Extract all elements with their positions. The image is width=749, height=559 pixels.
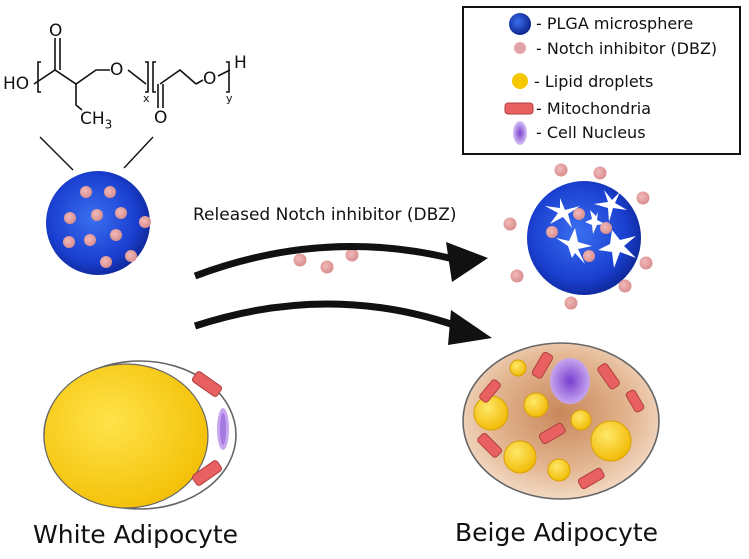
ester-oxygen-1: O — [110, 60, 124, 80]
legend-item-lipid: - Lipid droplets — [464, 70, 739, 92]
released-dbz-particles — [293, 248, 359, 274]
legend-item-dbz: - Notch inhibitor (DBZ) — [464, 37, 739, 59]
beige-adipocyte — [462, 342, 660, 500]
legend: - PLGA microsphere - Notch inhibitor (DB… — [462, 6, 741, 155]
carbonyl-oxygen-2: O — [154, 108, 168, 128]
dispersed-dbz-particles — [503, 163, 653, 310]
legend-label-mitochondria: - Mitochondria — [536, 99, 652, 118]
methyl-ch: CH — [80, 109, 105, 129]
white-adipocyte-caption: White Adipocyte — [33, 520, 239, 549]
methyl-label: CH3 — [80, 109, 112, 131]
cell-nucleus-icon — [513, 121, 527, 145]
legend-label-nucleus: - Cell Nucleus — [536, 123, 646, 142]
legend-item-nucleus: - Cell Nucleus — [464, 121, 739, 145]
carbonyl-oxygen-1: O — [49, 21, 63, 41]
hydroxyl-label: HO — [3, 74, 30, 94]
legend-label-plga: - PLGA microsphere — [536, 14, 694, 33]
legend-item-mitochondria: - Mitochondria — [464, 97, 739, 119]
repeat-x-subscript: x — [143, 92, 150, 105]
degraded-plga-microsphere — [527, 181, 641, 295]
repeat-y-subscript: y — [226, 92, 233, 105]
mitochondria-icon — [504, 102, 534, 115]
process-arrows — [193, 242, 492, 345]
legend-label-lipid: - Lipid droplets — [534, 72, 654, 91]
plga-structure-bonds — [33, 38, 231, 111]
notch-inhibitor-icon — [514, 42, 526, 54]
legend-item-plga: - PLGA microsphere — [464, 12, 739, 35]
beige-adipocyte-caption: Beige Adipocyte — [455, 518, 659, 547]
white-adipocyte — [43, 360, 237, 510]
legend-label-dbz: - Notch inhibitor (DBZ) — [536, 39, 718, 58]
ester-oxygen-2: O — [203, 69, 217, 89]
structure-to-sphere-lines — [39, 136, 154, 171]
loaded-plga-microsphere — [46, 171, 151, 275]
terminal-hydrogen: H — [234, 53, 247, 73]
lipid-droplet-icon — [512, 73, 528, 89]
methyl-subscript: 3 — [104, 117, 113, 132]
plga-microsphere-icon — [509, 13, 531, 35]
released-inhibitor-label: Released Notch inhibitor (DBZ) — [193, 205, 457, 225]
